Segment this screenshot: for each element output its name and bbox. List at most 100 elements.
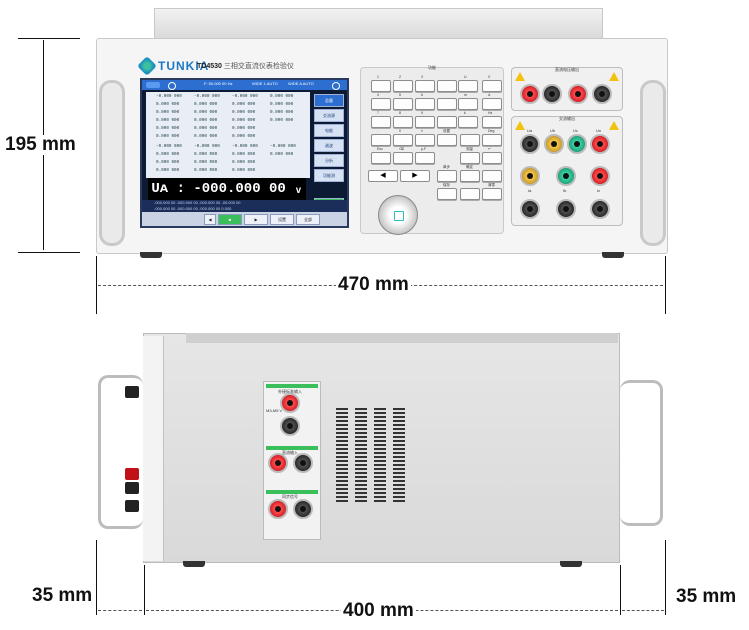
keypad-key[interactable] — [460, 152, 480, 164]
keypad-key[interactable] — [482, 116, 502, 128]
terminal-black[interactable] — [293, 453, 313, 473]
keypad-key-label: 6 — [421, 93, 423, 97]
keypad-key[interactable] — [371, 98, 391, 110]
keypad-key[interactable] — [458, 98, 478, 110]
vent-slot — [355, 424, 367, 426]
keypad-key[interactable] — [371, 116, 391, 128]
arrow-left-button[interactable]: ◀ — [368, 170, 398, 182]
keypad-key[interactable] — [482, 188, 502, 200]
keypad-key-label: 7 — [377, 111, 379, 115]
keypad-key-label: . — [377, 129, 378, 133]
terminal-ib[interactable] — [556, 166, 576, 186]
terminal-red[interactable] — [268, 499, 288, 519]
keypad-key[interactable] — [371, 152, 391, 164]
keypad-key[interactable] — [415, 98, 435, 110]
vent-slot — [393, 484, 405, 486]
keypad-key[interactable] — [437, 170, 457, 182]
terminal-black[interactable] — [590, 199, 610, 219]
terminal-label: Ia — [528, 188, 532, 193]
keypad-key[interactable] — [458, 116, 478, 128]
main-readout: Uᴀ : -000.000 00 ᵥ — [148, 178, 306, 200]
screen-tab-total[interactable]: 总量 — [314, 94, 344, 107]
terminal-red[interactable] — [280, 393, 300, 413]
vent-slot — [336, 464, 348, 466]
terminal-red[interactable] — [520, 84, 540, 104]
terminal-label: Ub — [550, 128, 556, 133]
terminal-un[interactable] — [590, 134, 610, 154]
vent-slot — [336, 492, 348, 494]
rotary-knob[interactable] — [378, 195, 418, 235]
terminal-black[interactable] — [520, 199, 540, 219]
softkey-prev[interactable]: ◀ — [204, 214, 216, 225]
keypad-key[interactable] — [482, 152, 502, 164]
vent-slot — [336, 496, 348, 498]
keypad-key[interactable] — [393, 116, 413, 128]
vent-slot — [355, 436, 367, 438]
keypad-key[interactable] — [437, 188, 457, 200]
softkey-stop[interactable]: ■ — [218, 214, 242, 225]
screen-tab-function[interactable]: 功能测 — [314, 169, 344, 182]
keypad-key[interactable] — [437, 116, 457, 128]
connector-icon — [125, 468, 139, 480]
terminal-ic[interactable] — [590, 166, 610, 186]
screen-tab-harmonic[interactable]: 谐波 — [314, 139, 344, 152]
keypad-key[interactable] — [460, 170, 480, 182]
dimension-line — [622, 610, 664, 611]
screen-tab-energy[interactable]: 电能 — [314, 124, 344, 137]
screen-status-bar: F: 50.000 00 Hz WIDE 1 AUTO WIDE A AUTO — [142, 80, 347, 90]
keypad-key[interactable] — [482, 170, 502, 182]
terminal-ub[interactable] — [544, 134, 564, 154]
keypad-key[interactable] — [415, 80, 435, 92]
keypad-key[interactable] — [415, 116, 435, 128]
home-icon[interactable] — [146, 82, 160, 88]
keypad-key[interactable] — [393, 98, 413, 110]
screen-tab-analysis[interactable]: 分析 — [314, 154, 344, 167]
terminal-ia[interactable] — [520, 166, 540, 186]
keypad-key[interactable] — [415, 152, 435, 164]
keypad-key[interactable] — [437, 134, 457, 146]
power-icon[interactable] — [332, 82, 340, 90]
settings-icon[interactable] — [168, 82, 176, 90]
keypad-key[interactable] — [482, 134, 502, 146]
keypad-key[interactable] — [437, 98, 457, 110]
vent-slot — [355, 500, 367, 502]
terminal-black[interactable] — [542, 84, 562, 104]
panel-label: 外接标准输入 — [278, 389, 302, 394]
keypad-key[interactable] — [393, 80, 413, 92]
keypad-key[interactable] — [393, 152, 413, 164]
keypad-key[interactable] — [437, 80, 457, 92]
keypad-key[interactable] — [371, 134, 391, 146]
vent-slot — [355, 408, 367, 410]
terminal-black[interactable] — [592, 84, 612, 104]
keypad-key[interactable] — [371, 80, 391, 92]
screen-tab-ac-source[interactable]: 交流源 — [314, 109, 344, 122]
terminal-uc[interactable] — [567, 134, 587, 154]
softkey-all[interactable]: 全部 — [296, 214, 320, 225]
terminal-red[interactable] — [268, 453, 288, 473]
lcd-screen[interactable]: F: 50.000 00 Hz WIDE 1 AUTO WIDE A AUTO … — [140, 78, 349, 228]
keypad-key[interactable] — [460, 134, 480, 146]
terminal-red[interactable] — [568, 84, 588, 104]
vent-slot — [374, 484, 386, 486]
vent-slot — [393, 416, 405, 418]
keypad-key[interactable] — [482, 80, 502, 92]
terminal-black[interactable] — [293, 499, 313, 519]
keypad-key[interactable] — [460, 188, 480, 200]
vent-slot — [374, 436, 386, 438]
softkey-next[interactable]: ▶ — [244, 214, 268, 225]
keypad-key[interactable] — [393, 134, 413, 146]
vent-slot — [336, 456, 348, 458]
terminal-black[interactable] — [280, 416, 300, 436]
terminal-black[interactable] — [556, 199, 576, 219]
terminal-ua[interactable] — [520, 134, 540, 154]
keypad-key[interactable] — [458, 80, 478, 92]
keypad-key-label: 单步 — [443, 165, 450, 169]
keypad-key[interactable] — [415, 134, 435, 146]
arrow-right-button[interactable]: ▶ — [400, 170, 430, 182]
softkey-settings[interactable]: 设置 — [270, 214, 294, 225]
keypad-key[interactable] — [482, 98, 502, 110]
vent-slot — [393, 420, 405, 422]
keypad-key-label: 清零 — [488, 183, 495, 187]
